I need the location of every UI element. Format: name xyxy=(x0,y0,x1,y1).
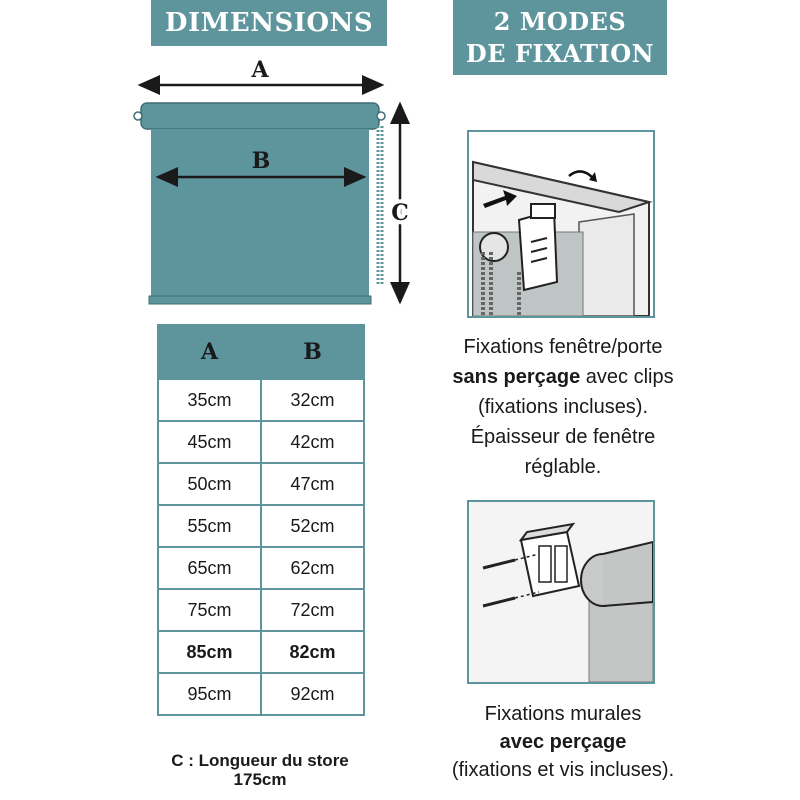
wall-desc-line-1: Fixations murales xyxy=(484,703,642,725)
roller-tube xyxy=(140,102,380,130)
size-b-cell: 72cm xyxy=(260,588,365,632)
dimension-b-label: B xyxy=(252,148,271,174)
size-b-cell: 32cm xyxy=(260,378,365,422)
size-b-cell: 82cm xyxy=(260,630,365,674)
size-a-cell: 95cm xyxy=(157,672,262,716)
size-b-cell: 92cm xyxy=(260,672,365,716)
bottom-bar xyxy=(148,295,372,305)
fixation-banner-line-1: 2 MODES xyxy=(493,7,627,36)
fixation-modes-banner: 2 MODES DE FIXATION xyxy=(453,0,667,75)
screw-icon xyxy=(482,558,516,570)
table-header-b: B xyxy=(260,324,365,380)
c-length-note: C : Longueur du store 175cm xyxy=(140,751,380,789)
size-a-cell: 85cm xyxy=(157,630,262,674)
blind-fabric xyxy=(151,129,369,298)
roller-end-left xyxy=(133,111,143,121)
size-b-cell: 52cm xyxy=(260,504,365,548)
size-a-cell: 45cm xyxy=(157,420,262,464)
dimension-c-label: C xyxy=(391,200,409,226)
clip-desc-line-2-rest: avec clips xyxy=(580,366,674,388)
wall-mount-drawing xyxy=(469,502,653,682)
dimension-a-label: A xyxy=(250,57,269,83)
clip-desc-line-1: Fixations fenêtre/porte xyxy=(463,336,663,358)
clip-mount-description: Fixations fenêtre/porte sans perçage ave… xyxy=(420,332,706,482)
clip-desc-line-2: sans perçage avec clips xyxy=(420,362,706,392)
size-b-cell: 42cm xyxy=(260,420,365,464)
clip-desc-line-3: (fixations incluses). xyxy=(477,396,649,418)
size-a-cell: 35cm xyxy=(157,378,262,422)
blind-dimension-diagram: A B C xyxy=(133,57,413,305)
table-header-a: A xyxy=(157,324,262,380)
table-header-row: A B xyxy=(157,324,365,380)
c-note-line-2: 175cm xyxy=(233,770,287,789)
wall-desc-line-3: (fixations et vis incluses). xyxy=(451,759,675,781)
clip-mount-illustration xyxy=(467,130,655,318)
c-note-line-1: C : Longueur du store xyxy=(171,751,349,770)
size-a-cell: 65cm xyxy=(157,546,262,590)
wall-desc-bold: avec perçage xyxy=(499,731,627,753)
dimensions-banner: DIMENSIONS xyxy=(151,0,387,46)
screw-icon-2 xyxy=(482,596,516,608)
fixation-banner-line-2: DE FIXATION xyxy=(465,39,655,68)
roller-end-right xyxy=(376,111,386,121)
clip-desc-line-5: réglable. xyxy=(524,456,602,478)
size-a-cell: 50cm xyxy=(157,462,262,506)
clip-desc-line-4: Épaisseur de fenêtre xyxy=(470,426,656,448)
push-arrow-icon xyxy=(483,190,517,208)
clip-desc-bold: sans perçage xyxy=(452,366,581,388)
size-b-cell: 47cm xyxy=(260,462,365,506)
wall-desc-line-2: avec perçage xyxy=(420,728,706,756)
size-b-cell: 62cm xyxy=(260,546,365,590)
clip-mount-drawing xyxy=(472,160,653,316)
wall-mount-illustration xyxy=(467,500,655,684)
size-a-cell: 55cm xyxy=(157,504,262,548)
size-a-cell: 75cm xyxy=(157,588,262,632)
wall-mount-description: Fixations murales avec perçage (fixation… xyxy=(420,700,706,784)
